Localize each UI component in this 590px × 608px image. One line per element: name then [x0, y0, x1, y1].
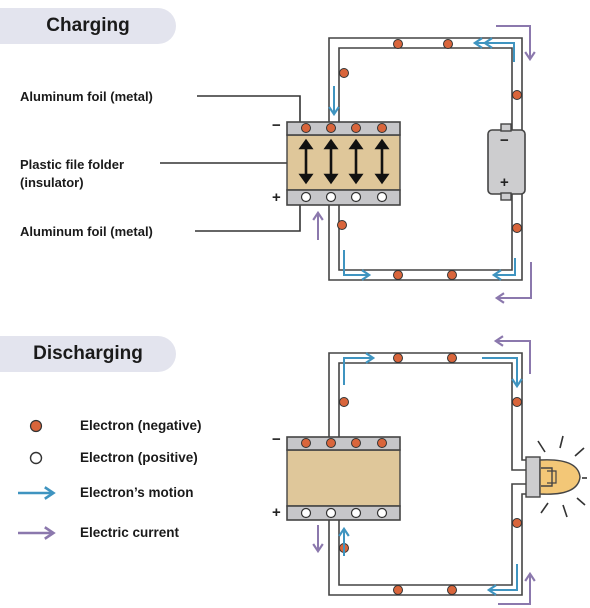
foil-top-label: Aluminum foil (metal) [20, 89, 153, 104]
discharging-capacitor [286, 436, 401, 521]
light-rays [537, 435, 587, 518]
discharging-electrons-negative [301, 353, 522, 595]
discharging-header: Discharging [0, 336, 176, 372]
legend-electron-positive-dot [29, 451, 43, 465]
charging-electron-motion-arrow-topright [482, 37, 515, 62]
discharging-plus-sign: + [272, 504, 281, 521]
legend-electron-motion-label: Electron’s motion [80, 485, 194, 500]
battery-minus-sign: − [500, 132, 509, 149]
battery [487, 123, 526, 201]
charging-leader-lines [160, 95, 301, 232]
charging-plus-sign: + [272, 189, 281, 206]
charging-electrons-negative [301, 39, 522, 280]
legend-electron-positive-label: Electron (positive) [80, 450, 198, 465]
legend-electric-current-label: Electric current [80, 525, 180, 540]
charging-header: Charging [0, 8, 176, 44]
insulator-polarization-arrows [298, 138, 390, 185]
folder-label-line2: (insulator) [20, 175, 84, 190]
charging-electrons-positive [300, 191, 388, 203]
charging-minus-sign: − [272, 117, 281, 134]
discharging-minus-sign: − [272, 431, 281, 448]
folder-label-line1: Plastic file folder [20, 157, 125, 172]
discharging-current-arrows [312, 335, 536, 605]
discharging-electrons-positive [300, 507, 388, 519]
foil-bottom-label: Aluminum foil (metal) [20, 224, 153, 239]
charging-current-arrows [312, 25, 536, 304]
discharging-electron-motion-arrows [338, 352, 523, 596]
legend-electron-negative-dot [29, 419, 43, 433]
battery-plus-sign: + [500, 174, 509, 191]
legend-electron-negative-label: Electron (negative) [80, 418, 202, 433]
light-bulb [525, 456, 581, 498]
